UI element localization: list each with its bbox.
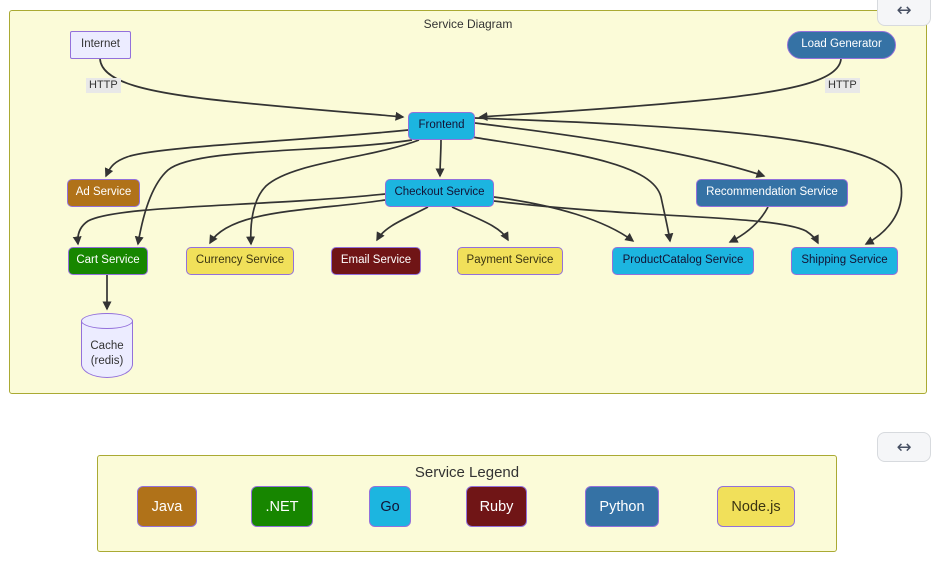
node-shipping-service: Shipping Service [791,247,898,275]
node-cache-redis: Cache (redis) [81,321,133,378]
legend-item-go: Go [369,486,411,527]
node-internet: Internet [70,31,131,59]
node-checkout-service: Checkout Service [385,179,494,207]
expand-diagram-button[interactable]: ↔ [877,0,931,26]
node-currency-service: Currency Service [186,247,294,275]
edge-label-http-2: HTTP [825,78,860,94]
node-label: (redis) [90,355,124,367]
node-frontend: Frontend [408,112,475,140]
resize-horizontal-icon: ↔ [896,436,912,458]
node-payment-service: Payment Service [457,247,563,275]
node-label: Cache [90,340,124,353]
legend-item-python: Python [585,486,659,527]
node-load-generator: Load Generator [787,31,896,59]
service-legend-panel: Service Legend Java .NET Go Ruby Python Node.… [97,455,837,552]
resize-horizontal-icon: ↔ [896,0,912,21]
node-cart-service: Cart Service [68,247,148,275]
legend-item-net: .NET [251,486,313,527]
legend-item-ruby: Ruby [466,486,527,527]
edge-label-http-1: HTTP [86,78,121,94]
node-email-service: Email Service [331,247,421,275]
diagram-title: Service Diagram [423,17,513,31]
legend-item-nodejs: Node.js [717,486,795,527]
legend-title: Service Legend [414,464,520,481]
expand-legend-button[interactable]: ↔ [877,432,931,462]
node-productcatalog-service: ProductCatalog Service [612,247,754,275]
node-recommendation-service: Recommendation Service [696,179,848,207]
node-ad-service: Ad Service [67,179,140,207]
legend-item-java: Java [137,486,197,527]
node-cache-redis-top [81,313,133,329]
